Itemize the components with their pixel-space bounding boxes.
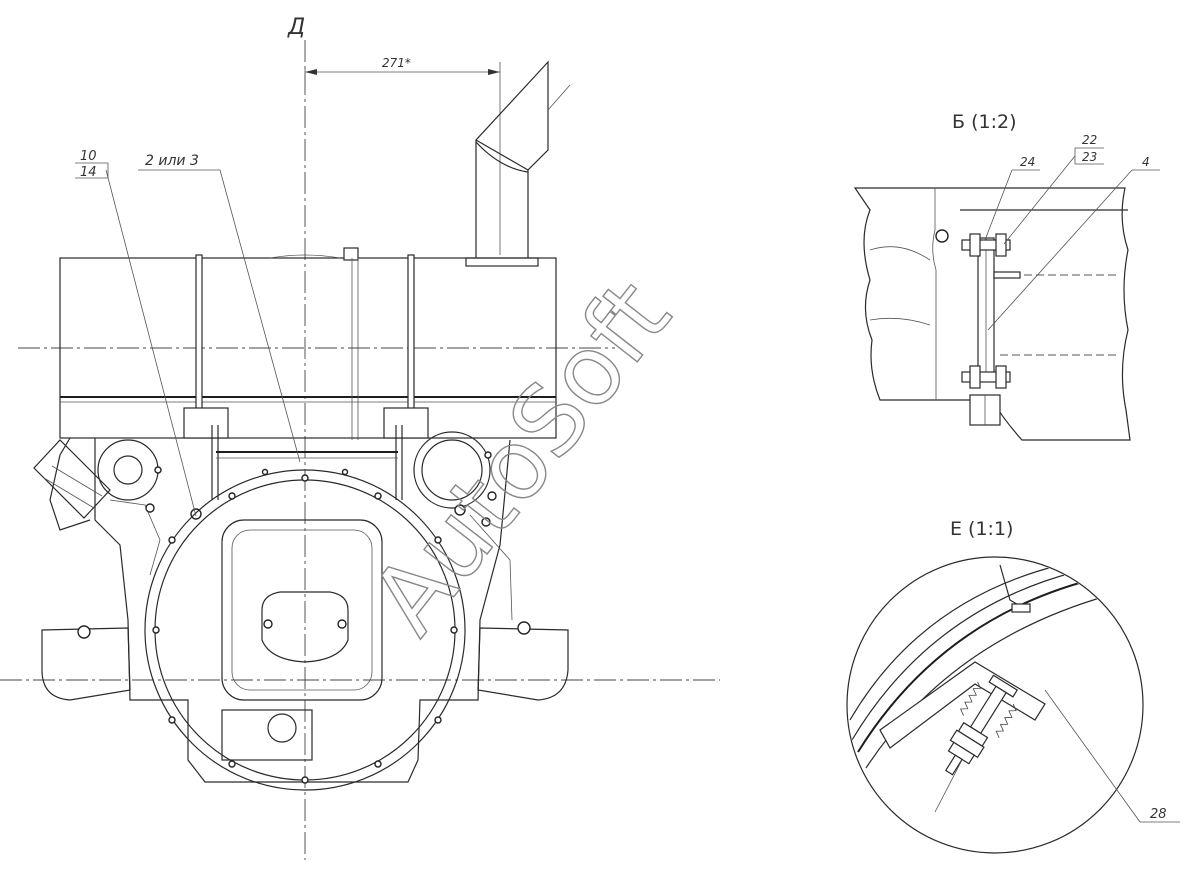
- detail-e-title: Е (1:1): [950, 518, 1013, 540]
- view-label: Д: [287, 15, 305, 40]
- callout-number-4: 4: [1142, 155, 1150, 169]
- callout-part-label: 2 или 3: [145, 153, 199, 169]
- callout-28: 28: [1044, 689, 1180, 823]
- callout-number-22: 22: [1082, 133, 1097, 147]
- main-view: Д 271*: [0, 15, 720, 860]
- inlet-elbow: [33, 439, 111, 519]
- callout-22-23: 22 23: [1003, 133, 1104, 245]
- dimension-value: 271*: [382, 56, 411, 70]
- callout-number-24: 24: [1020, 155, 1035, 169]
- bolt-stack: [944, 674, 1019, 776]
- callout-number-28: 28: [1150, 807, 1167, 822]
- callout-4: 4: [987, 155, 1160, 331]
- straps: [183, 254, 429, 500]
- mount-feet: [41, 621, 569, 701]
- exhaust-pipe: [465, 60, 571, 267]
- callout-part-2-or-3: 2 или 3: [138, 153, 301, 463]
- rim-bolts: [152, 468, 458, 784]
- watermark: AutoSoft: [350, 260, 692, 654]
- muffler: [59, 247, 557, 439]
- flywheel-housing: [144, 468, 466, 791]
- callout-10-14: 10 14: [75, 149, 197, 517]
- detail-b: Б (1:2) 24 22: [853, 111, 1160, 441]
- detail-e: Е (1:1): [846, 518, 1180, 854]
- callout-number-23: 23: [1082, 150, 1097, 164]
- callout-number-14: 14: [80, 165, 97, 180]
- detail-b-title: Б (1:2): [952, 111, 1016, 133]
- callout-number-10: 10: [80, 149, 97, 164]
- dimension-271: 271*: [304, 56, 501, 255]
- callout-24: 24: [984, 155, 1040, 241]
